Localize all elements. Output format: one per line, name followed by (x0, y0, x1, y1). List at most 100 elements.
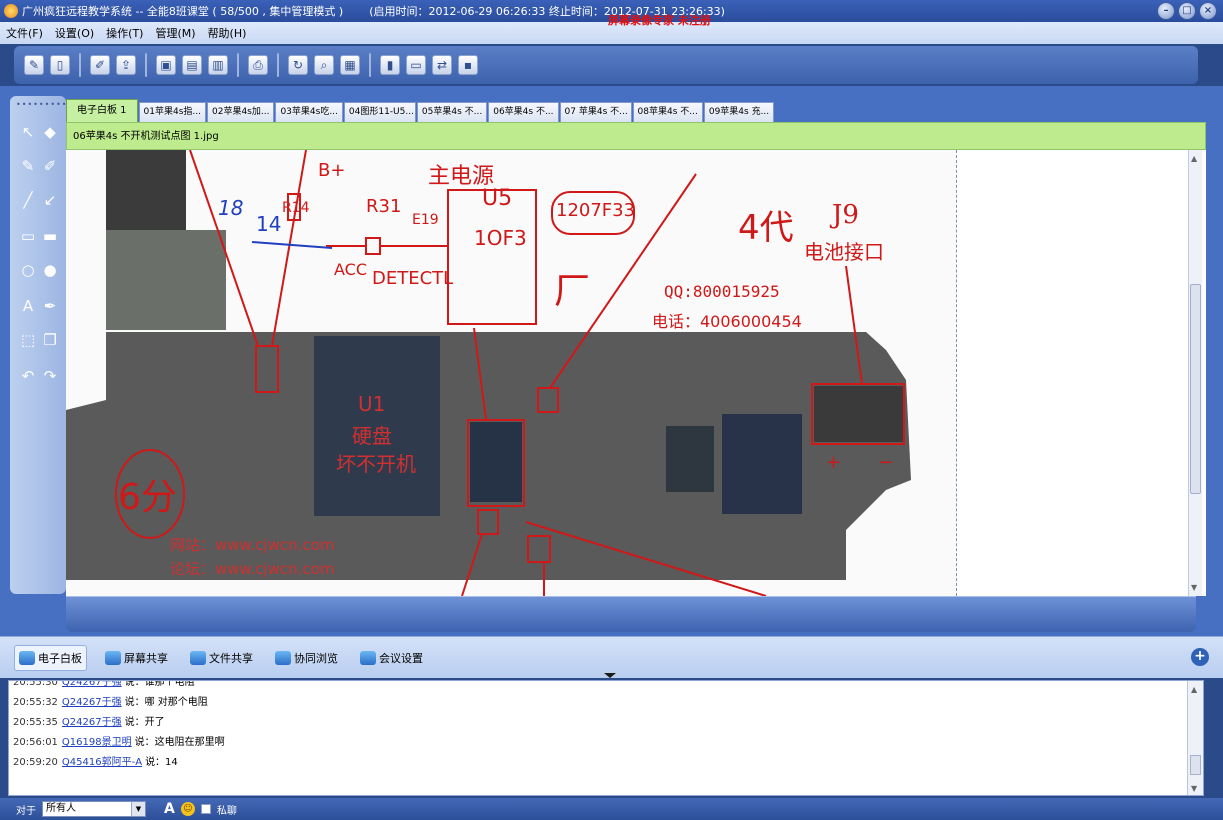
ellipse-outline-icon[interactable]: ○ (21, 261, 35, 279)
scroll-up-icon[interactable]: ▲ (1191, 154, 1198, 163)
pen-icon[interactable]: ✐ (43, 157, 57, 175)
highlight-box-test1 (477, 509, 499, 535)
ellipse-fill-icon[interactable]: ● (43, 261, 57, 279)
minimize-icon[interactable]: – (1157, 2, 1175, 20)
pointer-line-2 (271, 150, 307, 347)
upload-icon[interactable]: ⇪ (116, 55, 136, 75)
copy-icon[interactable]: ❐ (43, 331, 57, 349)
font-icon[interactable]: A (164, 801, 175, 817)
menu-help[interactable]: 帮助(H) (207, 27, 247, 40)
label-j9: J9 (832, 200, 859, 230)
eraser-icon[interactable]: ◆ (44, 123, 56, 141)
label-hard-disk: 硬盘 (352, 424, 392, 448)
browser-icon (275, 650, 291, 665)
close-icon[interactable]: × (1199, 2, 1217, 20)
scroll-down-icon[interactable]: ▼ (1191, 583, 1198, 592)
dropdown-arrow-icon[interactable]: ▼ (131, 802, 145, 816)
tab-doc-06[interactable]: 06苹果4s 不... (488, 102, 559, 122)
tab-whiteboard[interactable]: 电子白板 1 (66, 99, 138, 122)
select-area-icon[interactable]: ⬚ (20, 331, 36, 349)
expand-icon[interactable]: + (1191, 648, 1209, 666)
grid-icon[interactable]: ▦ (340, 55, 360, 75)
tab-doc-01[interactable]: 01苹果4s指... (138, 102, 206, 122)
layout-icon[interactable]: ▭ (406, 55, 426, 75)
tab-file-share[interactable]: 文件共享 (186, 646, 257, 670)
menu-file[interactable]: 文件(F) (6, 27, 43, 40)
tab-doc-09[interactable]: 09苹果4s 充... (703, 102, 775, 122)
arrow-line-icon[interactable]: ↙ (43, 191, 57, 209)
text-icon[interactable]: A (22, 297, 34, 315)
pointer-icon[interactable]: ↖ (21, 123, 35, 141)
pointer-line-1 (189, 150, 259, 347)
edit-icon[interactable]: ✐ (90, 55, 110, 75)
page-icon[interactable]: ▯ (50, 55, 70, 75)
refresh-icon[interactable]: ↻ (288, 55, 308, 75)
print-icon[interactable]: ⎙ (248, 55, 268, 75)
chat-scroll-thumb[interactable] (1190, 755, 1201, 775)
label-18: 18 (218, 196, 244, 220)
toolbar-separator (237, 53, 239, 77)
chat-scrollbar[interactable]: ▲ ▼ (1187, 681, 1203, 795)
chat-scroll-up-icon[interactable]: ▲ (1191, 685, 1198, 694)
label-web: 网站：www.cjwcn.com (170, 536, 335, 554)
chat-user-link[interactable]: Q16198景卫明 (61, 737, 132, 748)
screen-share-icon (105, 650, 121, 665)
menu-operate[interactable]: 操作(T) (106, 27, 144, 40)
private-chat-checkbox[interactable] (200, 804, 211, 814)
palette-grip: •••••••••• (16, 100, 74, 109)
six-min-circle (115, 449, 185, 539)
chat-user-link[interactable]: Q45416郭阿平-A (61, 757, 143, 768)
arrow-icon[interactable]: ⇄ (432, 55, 452, 75)
collapse-arrow-icon[interactable] (604, 673, 616, 678)
rect-outline-icon[interactable]: ▭ (20, 227, 36, 245)
tab-doc-02[interactable]: 02苹果4s加... (207, 102, 275, 122)
chat-user-link[interactable]: Q24267于强 (61, 697, 122, 708)
restore-icon[interactable]: □ (1178, 2, 1196, 20)
board-vertical-scrollbar[interactable]: ▲ ▼ (1188, 150, 1202, 596)
chat-user-link[interactable]: Q24267于强 (61, 717, 122, 728)
tab-doc-05[interactable]: 05苹果4s 不... (416, 102, 488, 122)
chat-user-link[interactable]: Q24267于强 (61, 680, 122, 688)
sidebar-icon[interactable]: ▮ (380, 55, 400, 75)
label-six-min: 6分 (118, 477, 177, 518)
stamp-icon[interactable]: ✒ (43, 297, 57, 315)
pencil-icon[interactable]: ✎ (21, 157, 35, 175)
save-icon[interactable]: ▣ (156, 55, 176, 75)
tab-doc-07[interactable]: 07 苹果4s 不... (559, 102, 632, 122)
undo-icon[interactable]: ↶ (21, 367, 35, 385)
chat-time: 20:55:30 (13, 680, 58, 688)
line-icon[interactable]: ╱ (23, 191, 33, 209)
new-icon[interactable]: ✎ (24, 55, 44, 75)
tab-doc-03[interactable]: 03苹果4s吃... (275, 102, 343, 122)
board-scroll-thumb[interactable] (1190, 284, 1201, 494)
tab-meeting-settings[interactable]: 会议设置 (356, 646, 427, 670)
tab-co-browse[interactable]: 协同浏览 (271, 646, 342, 670)
emoji-icon[interactable]: ☺ (180, 802, 195, 816)
tab-doc-08[interactable]: 08苹果4s 不... (632, 102, 703, 122)
blue-underline (251, 241, 333, 249)
tab-doc-04[interactable]: 04图形11-U5... (343, 102, 416, 122)
zoom-icon[interactable]: ⌕ (314, 55, 334, 75)
tab-screen-share[interactable]: 屏幕共享 (101, 646, 172, 670)
redo-icon[interactable]: ↷ (43, 367, 57, 385)
export-icon[interactable]: ▥ (208, 55, 228, 75)
recipient-select[interactable]: 所有人 ▼ (42, 801, 146, 817)
chat-text: 说：14 (145, 757, 178, 768)
rect-fill-icon[interactable]: ▬ (42, 227, 58, 245)
label-bad-no-boot: 坏不开机 (336, 452, 416, 476)
save-as-icon[interactable]: ▤ (182, 55, 202, 75)
label-forum: 论坛：www.cjwcn.com (170, 560, 335, 578)
ppt-icon[interactable]: ▪ (458, 55, 478, 75)
tab-whiteboard-function[interactable]: 电子白板 (14, 644, 87, 671)
settings-icon (360, 650, 376, 665)
chat-scroll-down-icon[interactable]: ▼ (1191, 784, 1198, 793)
menu-settings[interactable]: 设置(O) (54, 27, 95, 40)
menu-manage[interactable]: 管理(M) (155, 27, 196, 40)
main-toolbar: ✎ ▯ ✐ ⇪ ▣ ▤ ▥ ⎙ ↻ ⌕ ▦ ▮ ▭ ⇄ ▪ (14, 46, 1198, 84)
chat-time: 20:56:01 (13, 737, 58, 748)
whiteboard-canvas[interactable]: B+ R14 R31 E19 主电源 U5 1OF3 1207F33 厂 18 … (66, 150, 1206, 596)
tab-file-share-label: 文件共享 (209, 651, 253, 665)
tab-co-browse-label: 协同浏览 (294, 651, 338, 665)
chat-input-bar: 对于 所有人 ▼ A ☺ 私聊 (0, 798, 1223, 820)
